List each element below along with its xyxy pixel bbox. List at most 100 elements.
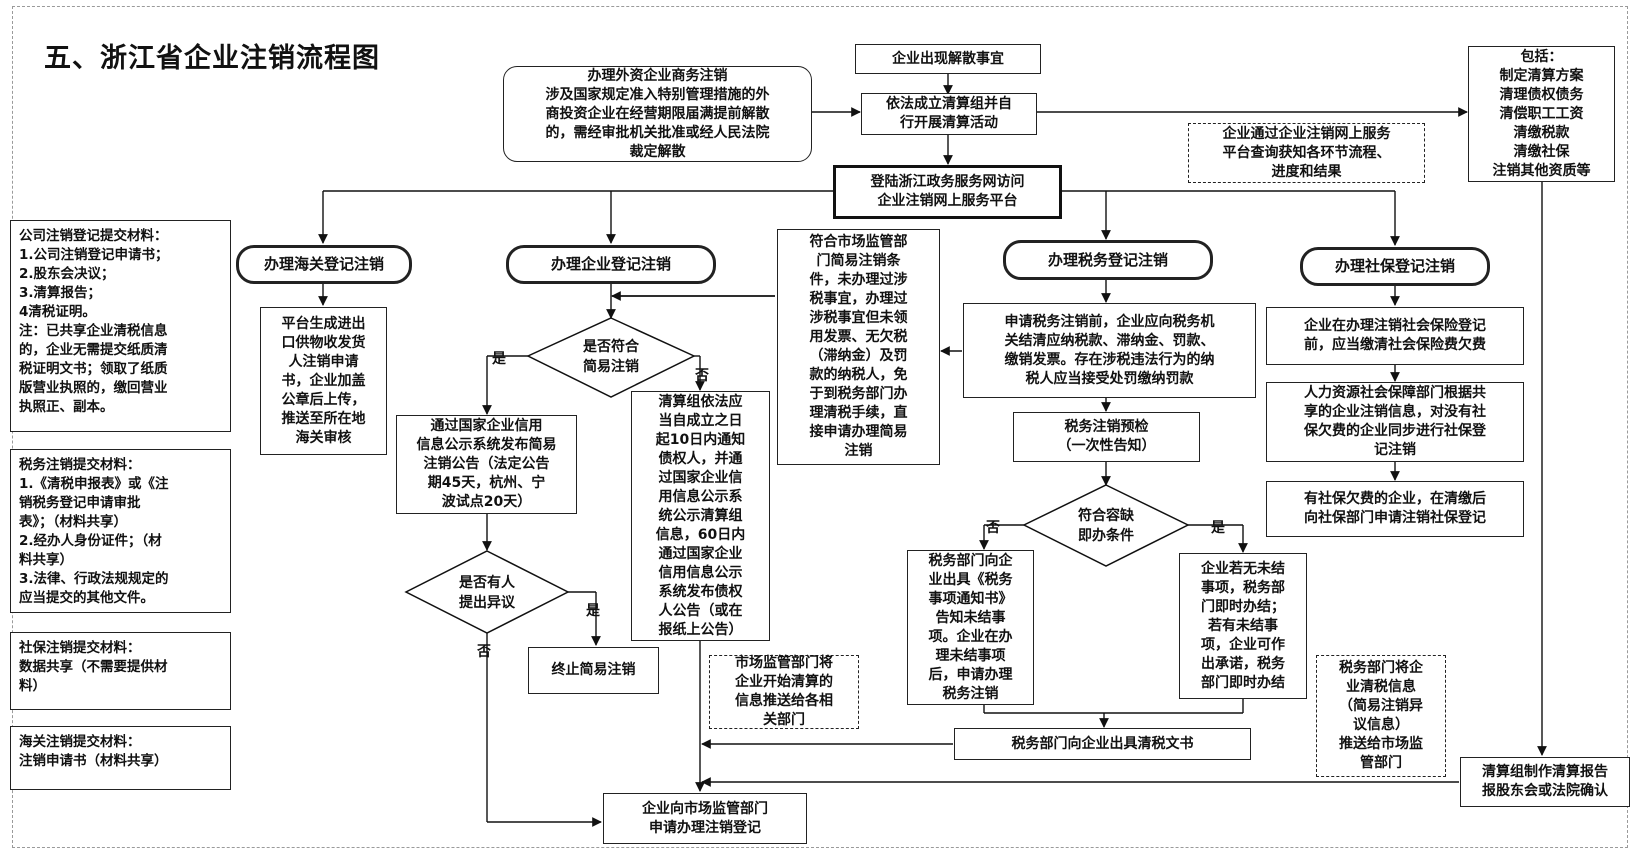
text-line: 税证明文书；领取了纸质 <box>19 361 168 377</box>
text-line: 料共享） <box>19 552 73 568</box>
text-line: 件，未办理过涉 <box>809 272 908 288</box>
node-final-apply-text: 企业向市场监管部门申请办理注销登记 <box>642 800 768 838</box>
text-line: 后，申请办理 <box>928 666 1013 683</box>
text-line: 申请办理注销登记 <box>649 819 761 836</box>
text-line: 出承诺，税务 <box>1201 655 1285 672</box>
text-line: 海关注销提交材料： <box>19 734 141 750</box>
text-line: 接申请办理简易 <box>809 424 908 440</box>
text-line: 保欠费的企业同步进行社保登 <box>1304 423 1486 439</box>
node-tax-notice-text: 税务部门向企业出具《税务事项通知书》告知未结事项。企业在办理未结事项后，申请办理… <box>929 552 1013 704</box>
node-tax-immediate-text: 企业若无未结事项，税务部门即时办结；若有未结事项，企业可作出承诺，税务部门即时办… <box>1201 560 1285 693</box>
label-yes-tolerance: 是 <box>1211 520 1225 536</box>
text-line: 办理外资企业商务注销 <box>587 67 728 84</box>
node-customs-detail-text: 平台生成进出口供物收发货人注销申请书，企业加盖公章后上传，推送至所在地海关审核 <box>282 315 366 448</box>
text-line: 清理债权债务 <box>1499 86 1584 103</box>
materials-tax-text: 税务注销提交材料：1.《清税申报表》或《注销税务登记申请审批表》；（材料共享）2… <box>19 456 169 608</box>
label-yes-objection: 是 <box>586 603 600 619</box>
decision-tolerance-text: 符合容缺即办条件 <box>1056 506 1156 546</box>
node-social-hr: 人力资源社会保障部门根据共享的企业注销信息，对没有社保欠费的企业同步进行社保登记… <box>1266 382 1524 462</box>
text-line: 告知未结事 <box>935 609 1006 626</box>
node-simple-eligible-text: 符合市场监管部门简易注销条件，未办理过涉税事宜，办理过涉税事宜但未领用发票、无欠… <box>810 233 908 461</box>
text-line: （一次性告知） <box>1057 438 1156 454</box>
text-line: 清缴社保 <box>1513 143 1570 160</box>
text-line: 有社保欠费的企业，在清缴后 <box>1304 491 1486 507</box>
text-line: 通过国家企业 <box>658 545 743 562</box>
decision-simple-diamond <box>526 317 696 398</box>
node-tax-immediate: 企业若无未结事项，税务部门即时办结；若有未结事项，企业可作出承诺，税务部门即时办… <box>1179 553 1307 699</box>
text-line: 注销其他资质等 <box>1492 162 1591 179</box>
text-line: 企业通过企业注销网上服务 <box>1222 125 1391 142</box>
text-line: 门简易注销条 <box>816 253 901 269</box>
text-line: 税务注销 <box>942 685 999 702</box>
materials-company: 公司注销登记提交材料：1.公司注销登记申请书；2.股东会决议；3.清算报告；4清… <box>10 220 231 432</box>
label-no-objection: 否 <box>477 644 491 660</box>
text-line: 于到税务部门办 <box>809 386 908 402</box>
text-line: 议信息） <box>1353 717 1409 733</box>
node-simple-eligible: 符合市场监管部门简易注销条件，未办理过涉税事宜，办理过涉税事宜但未领用发票、无欠… <box>777 229 940 465</box>
node-foreign: 办理外资企业商务注销涉及国家规定准入特别管理措施的外商投资企业在经营期限届满提前… <box>503 66 812 162</box>
text-line: 理清税手续，直 <box>809 405 908 421</box>
text-line: 行开展清算活动 <box>900 115 998 131</box>
decision-tolerance-text-text: 符合容缺即办条件 <box>1056 506 1156 546</box>
node-liquidation-report-text: 清算组制作清算报告报股东会或法院确认 <box>1482 763 1608 801</box>
decision-objection-diamond <box>404 550 570 634</box>
text-line: 符合市场监管部 <box>809 234 908 250</box>
text-line: 门即时办结； <box>1201 598 1285 615</box>
node-tax-push-text: 税务部门将企业清税信息（简易注销异议信息）推送给市场监管部门 <box>1339 659 1423 773</box>
node-enterprise-reg: 办理企业登记注销 <box>506 245 716 284</box>
text-line: 包括： <box>1520 48 1563 65</box>
node-tax-notice: 税务部门向企业出具《税务事项通知书》告知未结事项。企业在办理未结事项后，申请办理… <box>907 550 1034 705</box>
text-line: 用信息公示系 <box>658 488 743 505</box>
text-line: 企业向市场监管部门 <box>642 800 768 817</box>
text-line: 依法成立清算组并自 <box>886 96 1012 112</box>
text-line: 业出具《税务 <box>928 571 1013 588</box>
node-market-push-text: 市场监管部门将企业开始清算的信息推送给各相关部门 <box>735 654 833 730</box>
text-line: 涉及国家规定准入特别管理措施的外 <box>545 86 770 103</box>
text-line: （滞纳金）及罚 <box>809 348 908 364</box>
text-line: 2.股东会决议； <box>19 266 115 282</box>
text-line: 税事宜，办理过 <box>809 291 908 307</box>
text-line: 企业在办理注销社会保险登记 <box>1304 318 1486 334</box>
label-no-simple: 否 <box>695 368 709 384</box>
text-line: 人注销申请 <box>288 353 359 370</box>
text-line: 符合容缺 <box>1078 508 1134 524</box>
text-line: 报股东会或法院确认 <box>1482 783 1608 799</box>
node-simple-announce-text: 通过国家企业信用信息公示系统发布简易注销公告（法定公告期45天，杭州、宁波试点2… <box>417 417 557 512</box>
materials-social-text: 社保注销提交材料：数据共享（不需要提供材料） <box>19 639 168 696</box>
text-line: 销税务登记申请审批 <box>19 495 141 511</box>
node-liquidation-team-text: 依法成立清算组并自行开展清算活动 <box>886 95 1012 133</box>
text-line: 进度和结果 <box>1271 163 1342 180</box>
text-line: 事项，税务部 <box>1201 579 1285 596</box>
node-simple-announce: 通过国家企业信用信息公示系统发布简易注销公告（法定公告期45天，杭州、宁波试点2… <box>396 415 577 514</box>
node-social-before: 企业在办理注销社会保险登记前，应当缴清社会保险费欠费 <box>1266 307 1524 365</box>
node-foreign-text: 办理外资企业商务注销涉及国家规定准入特别管理措施的外商投资企业在经营期限届满提前… <box>546 67 770 162</box>
text-line: 关结清应纳税款、滞纳金、罚款、 <box>1004 332 1215 349</box>
text-line: 企业若无未结 <box>1201 560 1285 577</box>
text-line: 口供物收发货 <box>281 334 366 351</box>
text-line: 项，企业可作 <box>1201 636 1285 653</box>
text-line: 人公告（或在 <box>658 602 743 619</box>
text-line: 制定清算方案 <box>1499 67 1584 84</box>
node-creditor-notice-text: 清算组依法应当自成立之日起10日内通知债权人，并通过国家企业信用信息公示系统公示… <box>656 393 745 640</box>
label-yes-simple: 是 <box>492 351 506 367</box>
node-social-before-text: 企业在办理注销社会保险登记前，应当缴清社会保险费欠费 <box>1304 317 1486 355</box>
text-line: 执照正、副本。 <box>19 399 114 415</box>
text-line: 平台生成进出 <box>281 315 366 332</box>
text-line: 数据共享（不需要提供材 <box>19 659 168 675</box>
text-line: 涉税事宜但未领 <box>809 310 908 326</box>
node-creditor-notice: 清算组依法应当自成立之日起10日内通知债权人，并通过国家企业信用信息公示系统公示… <box>631 391 770 641</box>
node-customs: 办理海关登记注销 <box>236 245 412 284</box>
node-final-apply: 企业向市场监管部门申请办理注销登记 <box>603 793 807 844</box>
text-line: 清缴税款 <box>1513 124 1570 141</box>
node-liquidation-report: 清算组制作清算报告报股东会或法院确认 <box>1460 757 1630 807</box>
text-line: 申请税务注销前，企业应向税务机 <box>1004 313 1215 330</box>
text-line: 商投资企业在经营期限届满提前解散 <box>545 105 770 122</box>
node-platform-text: 登陆浙江政务服务网访问企业注销网上服务平台 <box>871 173 1025 211</box>
text-line: 系统发布债权 <box>658 583 743 600</box>
text-line: 税务部门向企 <box>928 552 1013 569</box>
text-line: 简易注销 <box>583 359 639 375</box>
node-dissolution: 企业出现解散事宜 <box>855 44 1041 74</box>
text-line: 书，企业加盖 <box>281 372 366 389</box>
text-line: 报纸上公告） <box>658 621 743 638</box>
text-line: 税务注销预检 <box>1064 419 1149 435</box>
